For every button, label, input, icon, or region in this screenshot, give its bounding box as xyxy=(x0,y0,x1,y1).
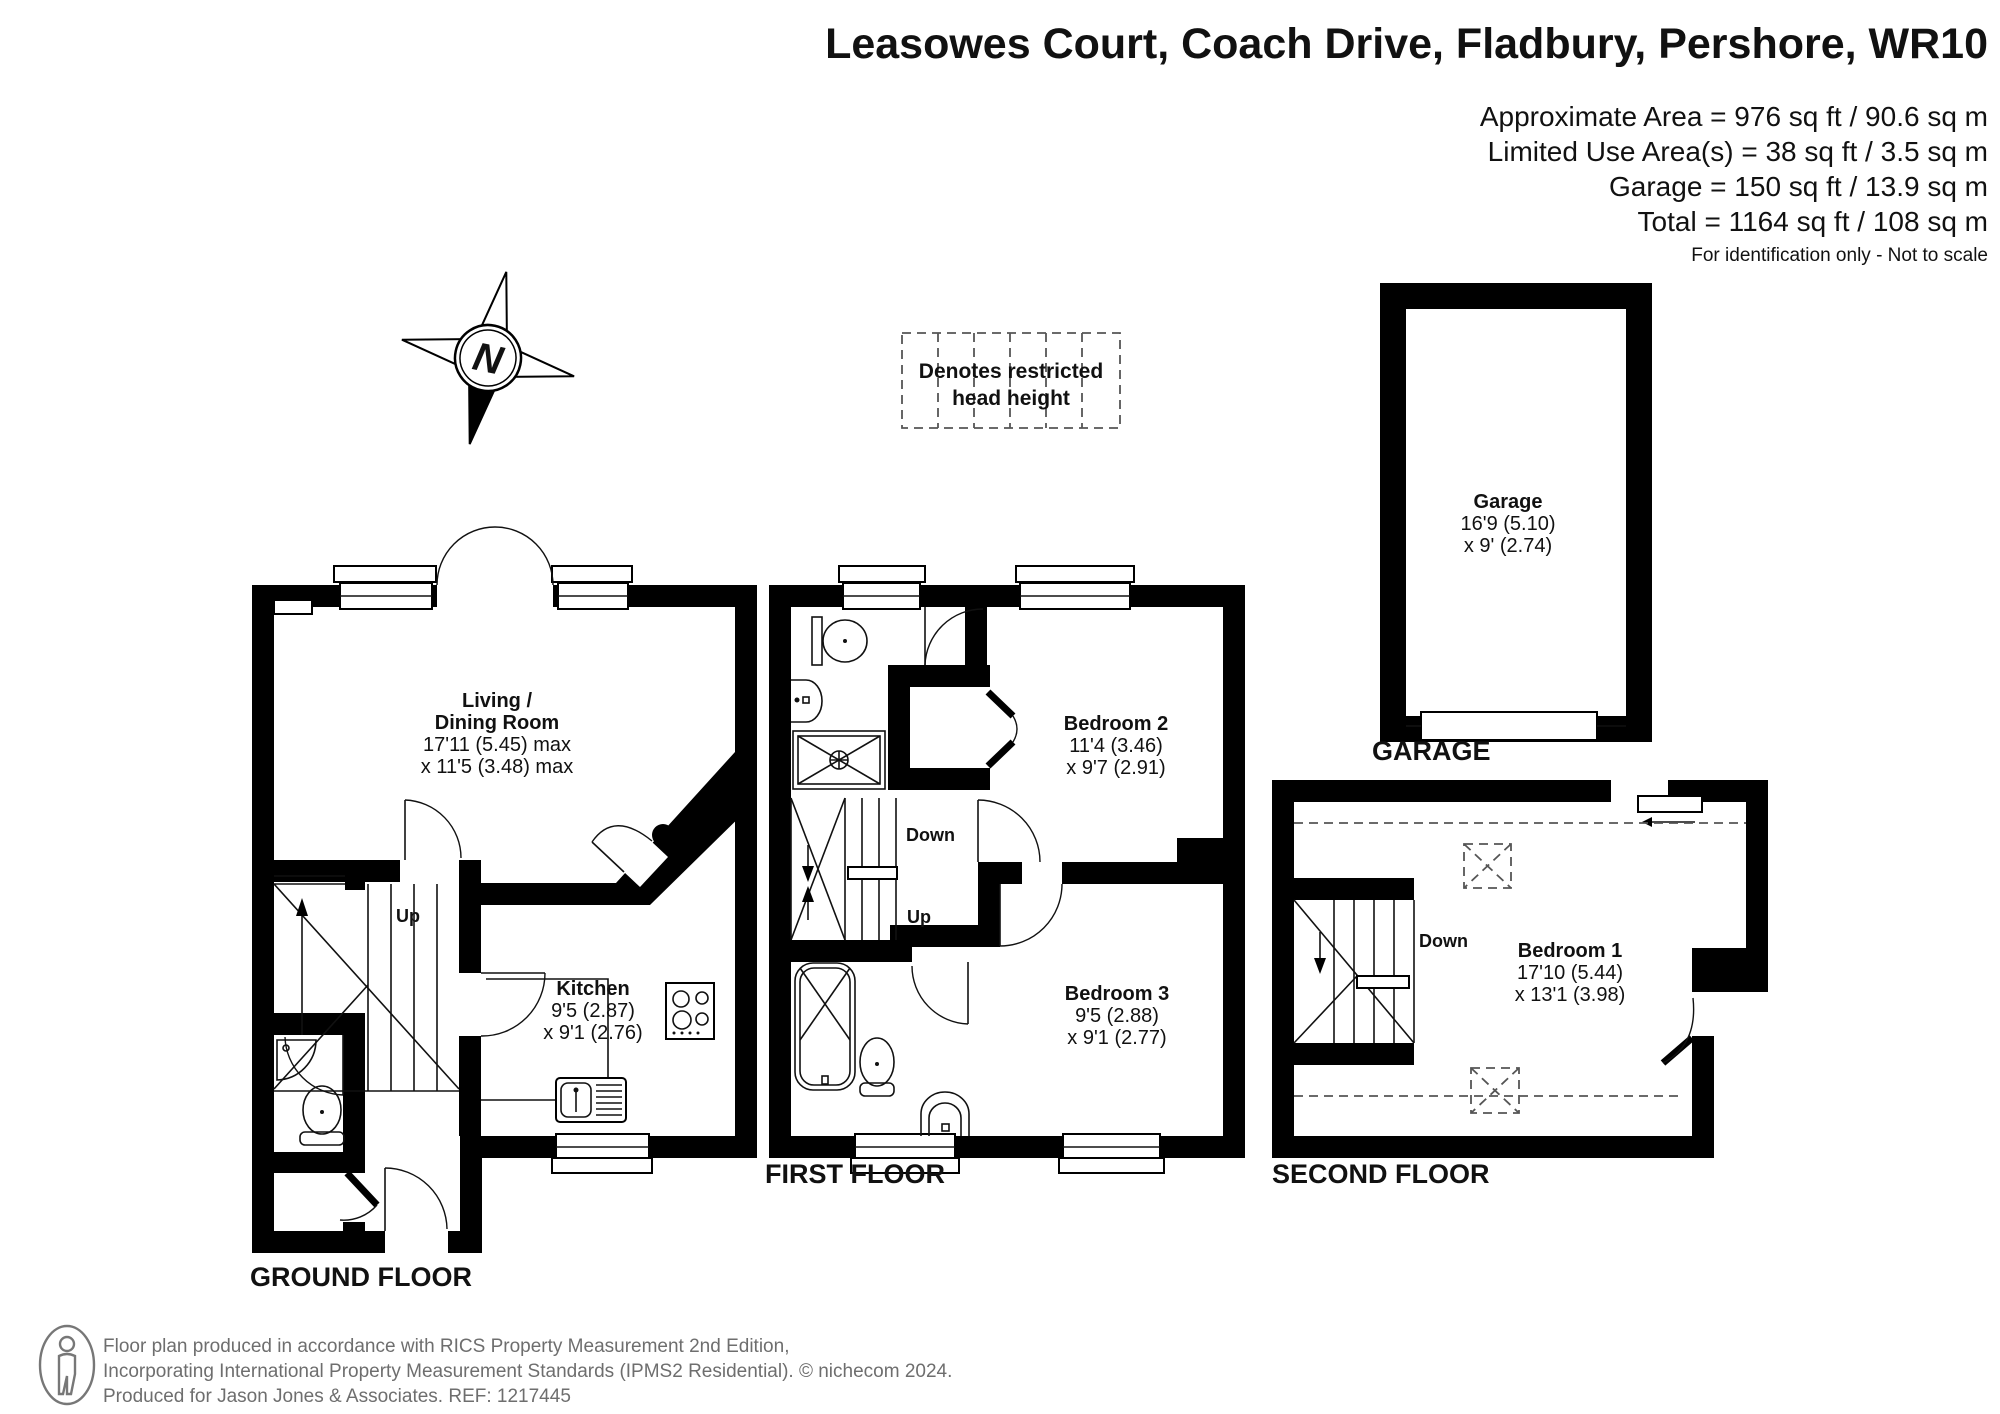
ground-wc-sink xyxy=(276,1039,317,1081)
header: Leasowes Court, Coach Drive, Fladbury, P… xyxy=(825,20,1988,266)
bedroom3-dim2: x 9'1 (2.77) xyxy=(1067,1027,1166,1049)
kitchen-name: Kitchen xyxy=(556,978,629,1000)
second-openings xyxy=(1611,778,1716,1036)
bedroom2-name: Bedroom 2 xyxy=(1064,713,1168,735)
footer-line1: Floor plan produced in accordance with R… xyxy=(103,1336,789,1357)
garage-door xyxy=(1406,711,1626,741)
ground-door-openings xyxy=(385,583,668,1255)
ground-floor-label: GROUND FLOOR xyxy=(250,1262,472,1292)
ground-floor-plan: Living / Dining Room 17'11 (5.45) max x … xyxy=(250,526,757,1292)
ground-kitchen-counter xyxy=(481,978,609,1101)
kitchen-dim1: 9'5 (2.87) xyxy=(551,1000,635,1022)
ground-stairs-up-label: Up xyxy=(396,906,420,926)
first-internal-walls xyxy=(791,607,1245,962)
second-wall-block xyxy=(1692,948,1768,992)
garage-dim1: 16'9 (5.10) xyxy=(1461,513,1556,535)
ground-windows xyxy=(273,565,653,1174)
second-stairs xyxy=(1293,878,1415,1065)
second-bedroom1-door xyxy=(1660,997,1695,1066)
legend-line2: head height xyxy=(952,387,1070,410)
person-icon xyxy=(38,1324,96,1406)
ground-internal-walls xyxy=(274,752,757,1234)
first-shower-room xyxy=(791,616,886,790)
bedroom1-name: Bedroom 1 xyxy=(1518,940,1622,962)
bedroom1-dim1: 17'10 (5.44) xyxy=(1517,962,1623,984)
area-garage: Garage = 150 sq ft / 13.9 sq m xyxy=(1609,171,1988,202)
bedroom2-dim1: 11'4 (3.46) xyxy=(1069,735,1163,757)
second-sliding-door xyxy=(1637,795,1703,827)
living-room-name-line2: Dining Room xyxy=(435,712,559,734)
legend-restricted-head-height: Denotes restricted head height xyxy=(901,332,1121,429)
first-stairs-up-label: Up xyxy=(907,907,931,927)
ground-wc-toilet xyxy=(299,1085,345,1146)
first-stairs xyxy=(790,797,898,941)
first-stairs-down-label: Down xyxy=(906,825,955,845)
living-room-dim1: 17'11 (5.45) max xyxy=(423,734,571,756)
bedroom3-name: Bedroom 3 xyxy=(1065,983,1169,1005)
second-floor-plan: Bedroom 1 17'10 (5.44) x 13'1 (3.98) Dow… xyxy=(1272,778,1768,1189)
garage-room-name: Garage xyxy=(1474,491,1543,513)
compass-icon xyxy=(401,271,575,445)
footer: Floor plan produced in accordance with R… xyxy=(38,1324,952,1407)
bedroom2-dim2: x 9'7 (2.91) xyxy=(1066,757,1165,779)
ground-kitchen-sink xyxy=(555,1077,627,1123)
page-title: Leasowes Court, Coach Drive, Fladbury, P… xyxy=(825,20,1988,68)
area-total: Total = 1164 sq ft / 108 sq m xyxy=(1638,206,1988,237)
first-bathroom xyxy=(794,962,970,1136)
second-floor-label: SECOND FLOOR xyxy=(1272,1159,1490,1189)
area-approximate: Approximate Area = 976 sq ft / 90.6 sq m xyxy=(1480,101,1988,132)
ground-hob xyxy=(665,982,715,1040)
living-room-dim2: x 11'5 (3.48) max xyxy=(421,756,573,778)
bedroom1-dim2: x 13'1 (3.98) xyxy=(1515,984,1626,1006)
ground-stairs xyxy=(273,870,460,1092)
ground-doors xyxy=(284,526,674,1231)
second-stairs-down-label: Down xyxy=(1419,931,1468,951)
living-room-name-line1: Living / xyxy=(462,690,532,712)
area-limited-use: Limited Use Area(s) = 38 sq ft / 3.5 sq … xyxy=(1488,136,1988,167)
legend-line1: Denotes restricted xyxy=(919,360,1103,383)
first-windows xyxy=(838,565,1165,1174)
footer-line3: Produced for Jason Jones & Associates. R… xyxy=(103,1386,571,1407)
disclaimer: For identification only - Not to scale xyxy=(1691,245,1988,266)
footer-line2: Incorporating International Property Mea… xyxy=(103,1361,952,1382)
kitchen-dim2: x 9'1 (2.76) xyxy=(543,1022,642,1044)
garage-label: GARAGE xyxy=(1372,736,1491,766)
garage-plan: Garage 16'9 (5.10) x 9' (2.74) GARAGE xyxy=(1372,283,1652,766)
bedroom3-dim1: 9'5 (2.88) xyxy=(1075,1005,1159,1027)
garage-dim2: x 9' (2.74) xyxy=(1464,535,1552,557)
first-doors xyxy=(911,607,1063,1025)
second-restricted-head-height-lines xyxy=(1294,822,1746,1114)
first-floor-plan: Bedroom 2 11'4 (3.46) x 9'7 (2.91) Bedro… xyxy=(765,565,1245,1189)
first-floor-label: FIRST FLOOR xyxy=(765,1159,945,1189)
